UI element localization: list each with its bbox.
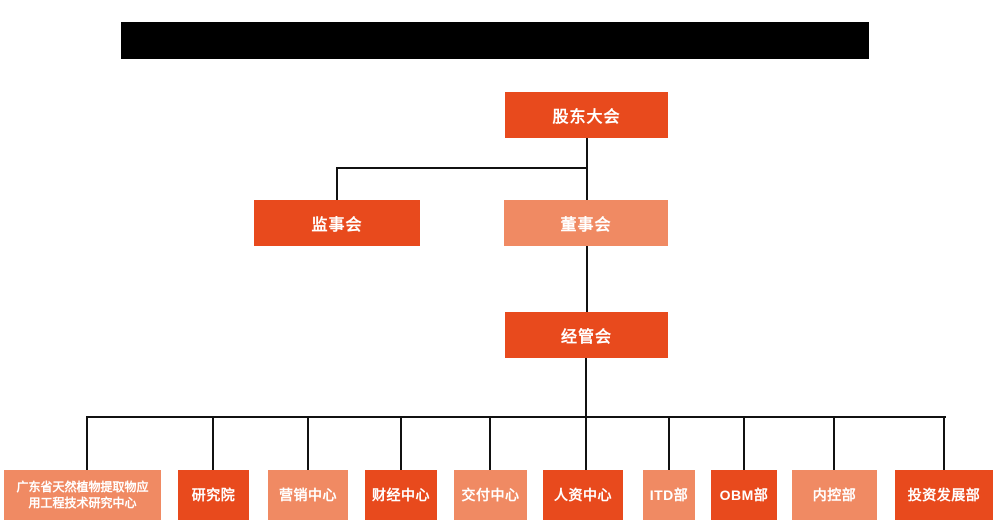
node-label: 研究院 bbox=[191, 487, 236, 503]
connector-drop-obm bbox=[743, 416, 745, 470]
connector-drop-delivery bbox=[489, 416, 491, 470]
node-label: 营销中心 bbox=[279, 487, 337, 503]
node-label: 监事会 bbox=[311, 217, 363, 234]
connector-drop-research-center bbox=[86, 416, 88, 470]
connector-board-management bbox=[586, 245, 588, 312]
node-label: 交付中心 bbox=[461, 487, 520, 503]
node-label: 内控部 bbox=[812, 487, 857, 503]
node-dept-itd: ITD部 bbox=[643, 470, 695, 520]
node-dept-research-institute: 研究院 bbox=[178, 470, 249, 520]
node-label: 董事会 bbox=[560, 217, 612, 234]
connector-distributor-horizontal bbox=[86, 416, 946, 418]
connector-drop-hr bbox=[585, 416, 587, 470]
node-label: 股东大会 bbox=[552, 109, 621, 126]
connector-supervisory-horizontal bbox=[336, 167, 588, 169]
node-dept-marketing-center: 营销中心 bbox=[268, 470, 348, 520]
node-dept-research-center: 广东省天然植物提取物应用工程技术研究中心 bbox=[4, 470, 161, 520]
node-management-committee: 经管会 bbox=[505, 312, 668, 358]
node-supervisory-board: 监事会 bbox=[254, 200, 420, 246]
connector-root-trunk bbox=[586, 138, 588, 200]
node-dept-investment-development: 投资发展部 bbox=[895, 470, 993, 520]
node-label: 投资发展部 bbox=[907, 487, 981, 503]
node-dept-delivery-center: 交付中心 bbox=[454, 470, 527, 520]
connector-drop-marketing bbox=[307, 416, 309, 470]
redacted-title-bar bbox=[121, 22, 869, 59]
node-label: 广东省天然植物提取物应用工程技术研究中心 bbox=[16, 479, 149, 510]
node-dept-finance-center: 财经中心 bbox=[365, 470, 437, 520]
connector-drop-internal-control bbox=[833, 416, 835, 470]
node-label: OBM部 bbox=[719, 487, 769, 503]
node-label: 人资中心 bbox=[554, 487, 612, 503]
connector-supervisory-drop bbox=[336, 167, 338, 200]
connector-drop-itd bbox=[668, 416, 670, 470]
node-dept-obm: OBM部 bbox=[711, 470, 777, 520]
node-label: 财经中心 bbox=[372, 487, 430, 503]
node-label: ITD部 bbox=[649, 487, 689, 503]
node-dept-hr-center: 人资中心 bbox=[543, 470, 623, 520]
node-dept-internal-control: 内控部 bbox=[792, 470, 877, 520]
connector-drop-finance bbox=[400, 416, 402, 470]
connector-drop-investment bbox=[943, 416, 945, 470]
node-shareholders-meeting: 股东大会 bbox=[505, 92, 668, 138]
connector-management-trunk bbox=[585, 358, 587, 418]
node-label: 经管会 bbox=[560, 329, 612, 346]
connector-drop-research-institute bbox=[212, 416, 214, 470]
node-board-of-directors: 董事会 bbox=[504, 200, 668, 246]
